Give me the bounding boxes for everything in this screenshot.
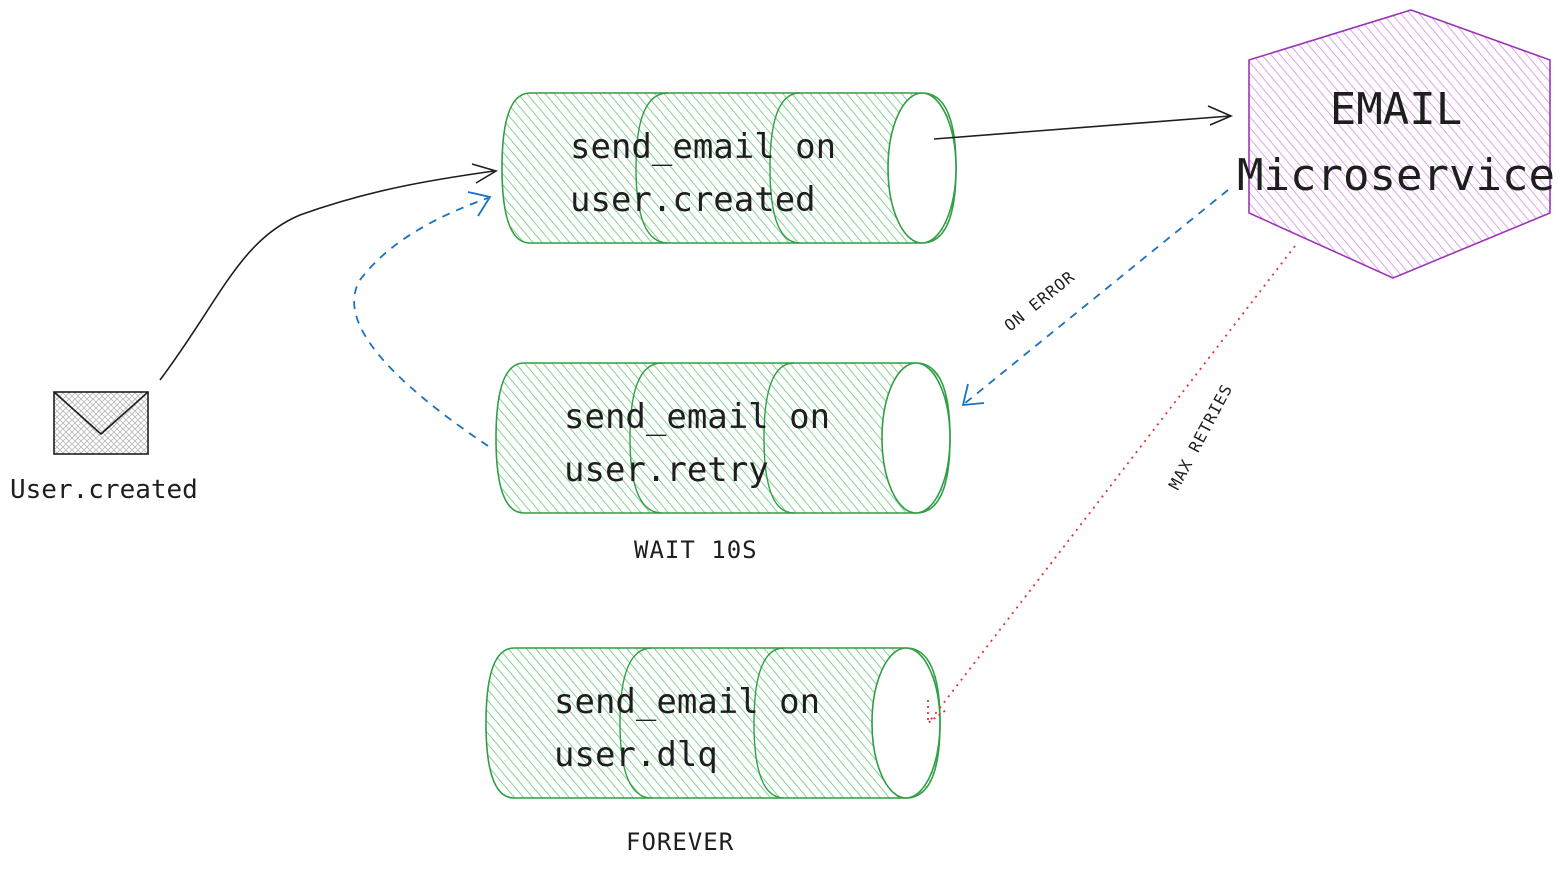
on-error-label: ON ERROR <box>1001 267 1079 335</box>
max-retries-label: MAX RETRIES <box>1165 381 1237 493</box>
queue-user-dlq[interactable]: send_email on user.dlq <box>485 647 941 799</box>
event-label: User.created <box>10 475 198 505</box>
queue-label-line1: send_email on <box>554 682 820 722</box>
queue-label-line2: user.retry <box>564 450 769 490</box>
caption-forever: FOREVER <box>626 828 734 856</box>
service-title: EMAIL <box>1330 84 1462 135</box>
queue-label-line2: user.dlq <box>554 735 718 775</box>
queue-label-line1: send_email on <box>564 397 830 437</box>
queue-user-retry[interactable]: send_email on user.retry <box>495 362 951 514</box>
arrow-on-error <box>961 189 1229 407</box>
queue-label-line1: send_email on <box>570 127 836 167</box>
arrow-queue-to-service <box>933 105 1234 140</box>
envelope-icon[interactable] <box>53 391 149 455</box>
arrow-max-retries <box>927 245 1296 725</box>
queue-label-line2: user.created <box>570 180 816 220</box>
arrow-event-to-queue <box>159 163 498 381</box>
caption-wait: WAIT 10S <box>634 536 758 564</box>
service-subtitle: Microservice <box>1237 150 1555 201</box>
arrow-retry-loop <box>353 191 492 447</box>
queue-user-created[interactable]: send_email on user.created <box>501 92 957 244</box>
email-microservice-node[interactable]: EMAIL Microservice <box>1237 9 1555 279</box>
